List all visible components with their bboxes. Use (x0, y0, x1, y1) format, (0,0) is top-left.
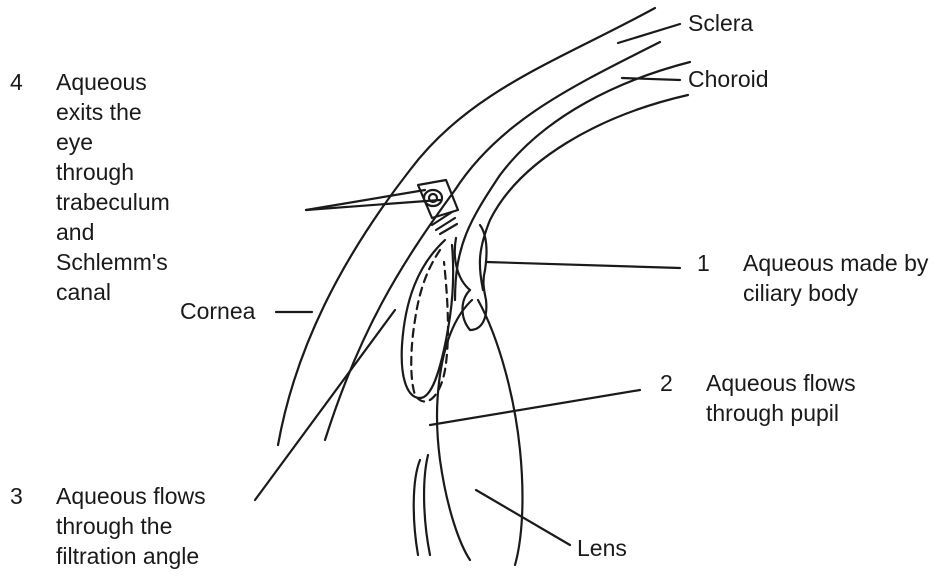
step1-leader (486, 262, 680, 268)
step-number: 2 (660, 368, 673, 398)
step-3-line-3: filtration angle (56, 541, 206, 571)
step-4-line-4: canal (56, 277, 170, 307)
step-1-line-2: ciliary body (743, 278, 928, 308)
sclera-label: Sclera (688, 8, 753, 38)
step-number: 1 (697, 248, 710, 278)
schlemms-canal-outer (424, 190, 442, 206)
cornea-label: Cornea (180, 296, 255, 326)
sclera-outer-edge-2 (325, 42, 660, 440)
step-3-line-1: Aqueous flows (56, 481, 206, 511)
choroid-inner (480, 95, 688, 290)
step-number: 4 (10, 67, 23, 97)
step-4-line-2: through trabeculum (56, 157, 170, 217)
step4-leader-a (306, 190, 425, 210)
step-number: 3 (10, 481, 23, 511)
lens-inner-edge (478, 300, 522, 565)
step3-leader (255, 310, 395, 500)
iris (402, 240, 453, 398)
iris-lower (414, 455, 430, 555)
aqueous-flow-path (411, 250, 448, 402)
step4-leader-b (306, 200, 440, 210)
step-2-line-2: through pupil (706, 398, 856, 428)
step-2-line-1: Aqueous flows (706, 368, 856, 398)
step2-leader (430, 390, 640, 425)
lens-label: Lens (577, 533, 627, 563)
sclera-leader (618, 24, 680, 43)
step-4-line-1: Aqueous exits the eye (56, 67, 170, 157)
lens-outline (437, 300, 472, 560)
step-3-line-2: through the (56, 511, 206, 541)
choroid-leader (622, 78, 680, 80)
step-1-line-1: Aqueous made by (743, 248, 928, 278)
choroid-label: Choroid (688, 64, 769, 94)
step-4-line-3: and Schlemm's (56, 217, 170, 277)
